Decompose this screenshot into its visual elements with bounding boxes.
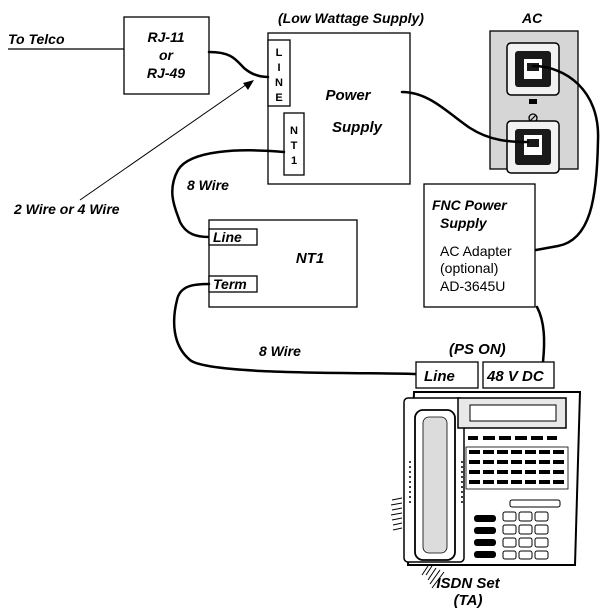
fnc-desc-3: AD-3645U — [440, 278, 505, 294]
nt1-line-port — [208, 228, 258, 246]
fnc-title-1: FNC Power — [432, 197, 508, 213]
power-supply-title-2: Supply — [332, 119, 383, 136]
soft-keys-icon — [468, 436, 557, 440]
fnc-desc-1: AC Adapter — [440, 243, 512, 259]
ps-nt1-port — [283, 112, 305, 176]
ac-screw-slot-icon — [529, 114, 537, 122]
rj-or-label: or — [159, 47, 175, 63]
isdn-set-label: ISDN Set — [436, 575, 500, 592]
wire-2-or-4-label: 2 Wire or 4 Wire — [13, 201, 120, 217]
ps-line-port — [267, 39, 291, 107]
nt1-line-port-label: Line — [213, 229, 242, 245]
wire-8-bottom-label: 8 Wire — [259, 343, 301, 359]
power-supply-title-1: Power — [325, 87, 371, 104]
ps-line-char-2: I — [277, 62, 280, 74]
ac-outlet — [489, 30, 579, 174]
power-supply-box: L I N E N T 1 Power Supply — [267, 32, 411, 185]
ps-line-char-3: N — [275, 77, 283, 89]
ps-line-char-4: E — [275, 92, 282, 104]
rj-jack-frame — [123, 16, 210, 95]
fnc-desc-2: (optional) — [440, 260, 498, 276]
isdn-phone-icon — [390, 391, 582, 589]
set-dc-port-label: 48 V DC — [486, 368, 545, 385]
handset-grip — [422, 416, 448, 554]
rj-jack-box: RJ-11 or RJ-49 — [123, 16, 210, 95]
ps-nt1-char-3: 1 — [291, 155, 297, 167]
wire-8-top-label: 8 Wire — [187, 177, 229, 193]
ac-plug-bottom-slot-icon — [527, 139, 539, 147]
isdn-set-ta-label: (TA) — [454, 592, 483, 609]
wire-pointer-line — [79, 81, 251, 201]
speaker-grille-icon — [409, 461, 463, 503]
ps-nt1-char-2: T — [291, 140, 298, 152]
feature-keys-icon — [465, 446, 569, 490]
fnc-ac-cord — [531, 64, 600, 252]
dial-pad-icon — [502, 499, 561, 560]
set-line-port — [415, 361, 479, 389]
handset-cord-bottom-icon — [421, 565, 445, 589]
line-wire — [207, 50, 270, 79]
nt1-supply-wire — [171, 149, 286, 239]
rj11-label: RJ-11 — [147, 29, 184, 45]
dc-wire — [535, 305, 546, 364]
ac-indicator-icon — [529, 99, 537, 104]
fnc-power-supply-frame — [423, 183, 536, 308]
phone-display-screen — [469, 404, 557, 422]
ac-label: AC — [521, 10, 543, 26]
nt1-box: Line Term NT1 — [208, 219, 358, 308]
ps-ac-cord — [400, 90, 530, 144]
nt1-title: NT1 — [296, 250, 324, 267]
wire-pointer-arrowhead — [243, 80, 254, 90]
set-dc-port — [482, 361, 555, 389]
handset-cord-icon — [390, 497, 403, 531]
to-telco-label: To Telco — [8, 31, 65, 47]
nt1-term-port-label: Term — [213, 276, 247, 292]
set-line-port-label: Line — [424, 368, 455, 385]
rj49-label: RJ-49 — [147, 65, 185, 81]
function-keys-icon — [474, 515, 496, 558]
ps-nt1-char-1: N — [290, 125, 298, 137]
fnc-title-2: Supply — [440, 215, 488, 231]
ps-on-label: (PS ON) — [449, 341, 506, 358]
low-wattage-label: (Low Wattage Supply) — [278, 10, 424, 26]
set-line-wire — [172, 282, 418, 376]
fnc-power-supply-box: FNC Power Supply AC Adapter (optional) A… — [423, 183, 536, 308]
ps-line-char-1: L — [276, 47, 283, 59]
